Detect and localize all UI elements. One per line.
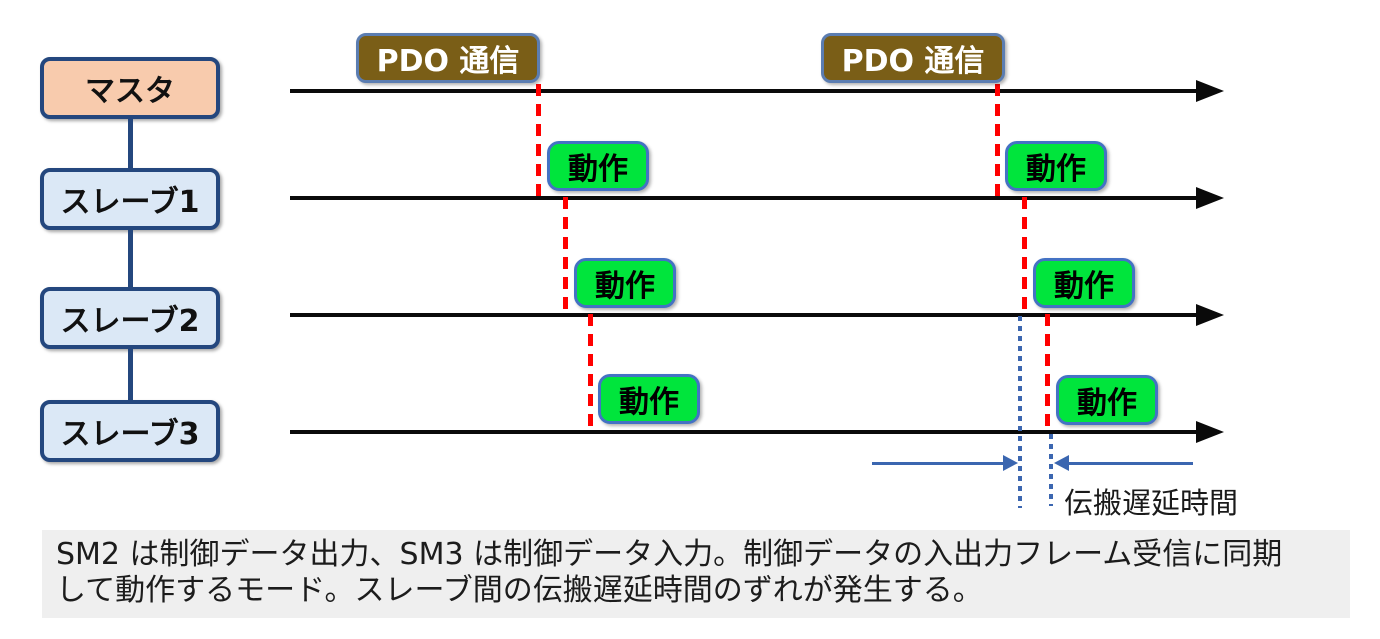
delay-marker-right — [1049, 434, 1053, 506]
note-line-1: SM2 は制御データ出力、SM3 は制御データ入力。制御データの入出力フレーム受… — [56, 537, 1283, 572]
action-box-slave2-c1: 動作 — [574, 258, 676, 308]
connector-slave2-slave3 — [128, 349, 133, 400]
action-label: 動作 — [568, 152, 628, 187]
action-label: 動作 — [595, 269, 655, 304]
pdo-box-2-label: PDO 通信 — [841, 44, 985, 79]
delay-arrow-right-head-icon — [1054, 455, 1069, 471]
timeline-master-arrowhead-icon — [1196, 80, 1224, 102]
timeline-slave2-arrowhead-icon — [1196, 304, 1224, 326]
node-master-label: マスタ — [85, 74, 175, 109]
note-line-2: して動作するモード。スレーブ間の伝搬遅延時間のずれが発生する。 — [56, 573, 983, 608]
timeline-slave2 — [290, 313, 1198, 317]
delay-marker-left — [1018, 316, 1022, 508]
node-master: マスタ — [40, 57, 220, 119]
sync-line-c1-slave2-slave3 — [588, 314, 593, 434]
propagation-delay-label: 伝搬遅延時間 — [1064, 486, 1239, 520]
note-box: SM2 は制御データ出力、SM3 は制御データ入力。制御データの入出力フレーム受… — [42, 530, 1350, 618]
delay-arrow-left-head-icon — [1003, 455, 1018, 471]
action-box-slave3-c1: 動作 — [598, 374, 700, 424]
sync-line-c2-master-slave1 — [995, 84, 1000, 200]
pdo-box-1-label: PDO 通信 — [376, 44, 520, 79]
delay-arrow-left-line — [872, 462, 1006, 465]
pdo-box-1: PDO 通信 — [356, 33, 540, 83]
node-slave2: スレーブ2 — [40, 287, 220, 349]
timeline-master — [290, 89, 1198, 93]
timeline-slave3-arrowhead-icon — [1196, 421, 1224, 443]
node-slave3-label: スレーブ3 — [60, 417, 200, 452]
timeline-slave1-arrowhead-icon — [1196, 187, 1224, 209]
sync-line-c1-master-slave1 — [536, 84, 541, 200]
action-box-slave1-c1: 動作 — [547, 141, 649, 191]
action-label: 動作 — [1026, 152, 1086, 187]
timeline-slave1 — [290, 196, 1198, 200]
node-slave1: スレーブ1 — [40, 168, 220, 230]
connector-slave1-slave2 — [128, 230, 133, 287]
connector-master-slave1 — [128, 119, 133, 168]
timeline-slave3 — [290, 430, 1198, 434]
action-label: 動作 — [619, 385, 679, 420]
sync-line-c1-slave1-slave2 — [563, 197, 568, 316]
action-box-slave1-c2: 動作 — [1005, 141, 1107, 191]
pdo-box-2: PDO 通信 — [821, 33, 1005, 83]
action-box-slave3-c2: 動作 — [1056, 375, 1158, 425]
sync-line-c2-slave2-slave3 — [1045, 314, 1050, 434]
node-slave1-label: スレーブ1 — [60, 185, 200, 220]
action-label: 動作 — [1054, 269, 1114, 304]
action-box-slave2-c2: 動作 — [1033, 258, 1135, 308]
sync-line-c2-slave1-slave2 — [1022, 197, 1027, 316]
node-slave2-label: スレーブ2 — [60, 304, 200, 339]
delay-arrow-right-line — [1066, 462, 1193, 465]
action-label: 動作 — [1077, 386, 1137, 421]
node-slave3: スレーブ3 — [40, 400, 220, 462]
